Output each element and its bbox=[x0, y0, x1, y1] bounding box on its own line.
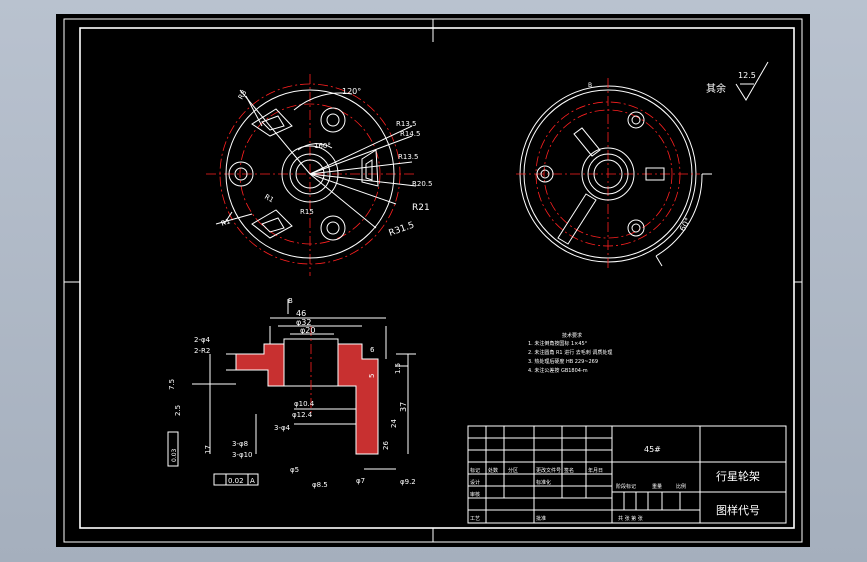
tb-date: 年月日 bbox=[588, 467, 603, 474]
flatness-value: 0.03 bbox=[171, 448, 178, 462]
tb-zone: 分区 bbox=[508, 467, 518, 474]
outer-border bbox=[63, 18, 803, 543]
holes-3-d10-label: 3-φ10 bbox=[232, 451, 253, 459]
tb-stage: 阶段标记 bbox=[616, 483, 636, 490]
roughness-other-label: 其余 bbox=[706, 82, 726, 95]
section-view: B 46 φ32 φ20 2-φ4 2-R2 φ10.4 φ12.4 3-φ4 … bbox=[167, 297, 416, 489]
technical-notes: 技术要求 1. 未注倒角按国标 1×45° 2. 未注圆角 R1 进行 去毛刺 … bbox=[528, 332, 612, 374]
cad-drawing: 120° 160° R8 R1 R1 R15 R13.5 R14.5 R13.5… bbox=[63, 18, 803, 543]
dim-2-5-label: 2.5 bbox=[174, 405, 182, 416]
tb-weight: 重量 bbox=[652, 483, 662, 490]
dim-37-label: 37 bbox=[399, 402, 408, 412]
part-name: 行星轮架 bbox=[716, 469, 760, 483]
angle-120-label: 120° bbox=[342, 87, 361, 96]
drawing-number-label: 图样代号 bbox=[716, 503, 760, 517]
dim-d32-label: φ32 bbox=[296, 318, 311, 327]
radius-r14-5-label: R14.5 bbox=[400, 130, 420, 138]
note-3: 3. 热处理后硬度 HB 229~269 bbox=[528, 358, 598, 365]
roughness-value-label: 12.5 bbox=[738, 71, 756, 80]
inner-border bbox=[79, 27, 795, 529]
tb-sign: 签名 bbox=[564, 467, 574, 474]
notes-title: 技术要求 bbox=[562, 332, 582, 339]
dim-1-5-label: 1.5 bbox=[394, 363, 402, 374]
holes-3-d4-label: 3-φ4 bbox=[274, 424, 291, 432]
tb-design: 设计 bbox=[470, 479, 480, 486]
side-view: B 60° bbox=[516, 78, 712, 270]
dim-d9-2-label: φ9.2 bbox=[400, 478, 416, 486]
radius-r13-5b-label: R13.5 bbox=[398, 153, 418, 161]
dim-d7-label: φ7 bbox=[356, 477, 365, 485]
radius-r20-5-label: R20.5 bbox=[412, 180, 432, 188]
front-view: 120° 160° R8 R1 R1 R15 R13.5 R14.5 R13.5… bbox=[206, 74, 432, 276]
tb-mark: 标记 bbox=[470, 467, 480, 474]
holes-2-d4-label: 2-φ4 bbox=[194, 336, 211, 344]
dim-d10-4-label: φ10.4 bbox=[294, 400, 315, 408]
note-1: 1. 未注倒角按国标 1×45° bbox=[528, 340, 588, 347]
dim-6-label: 6 bbox=[370, 346, 375, 354]
tb-approve: 批准 bbox=[536, 515, 546, 522]
radius-r13-5-label: R13.5 bbox=[396, 120, 416, 128]
dim-5-label: 5 bbox=[368, 374, 376, 378]
radius-r8-label: R8 bbox=[237, 89, 249, 101]
radius-r1-label: R1 bbox=[220, 217, 232, 228]
side-view-b-label: B bbox=[588, 82, 592, 89]
tolerance-datum: A bbox=[250, 477, 255, 485]
tb-change-doc: 更改文件号 bbox=[536, 467, 561, 474]
dim-d8-5-label: φ8.5 bbox=[312, 481, 328, 489]
title-block: 标记 处数 分区 更改文件号 签名 年月日 设计 标准化 阶段标记 重量 比例 … bbox=[467, 425, 787, 524]
dim-d5-label: φ5 bbox=[290, 466, 299, 474]
hatched-region-right bbox=[337, 343, 379, 455]
holes-2-r2-label: 2-R2 bbox=[194, 347, 210, 355]
dim-24-label: 24 bbox=[390, 419, 398, 428]
dim-26-label: 26 bbox=[382, 441, 390, 450]
tb-scale: 比例 bbox=[676, 483, 686, 490]
dim-17-label: 17 bbox=[204, 445, 212, 454]
tb-process: 工艺 bbox=[470, 516, 480, 522]
dim-d20-label: φ20 bbox=[300, 326, 315, 335]
tb-sheets: 共 张 第 张 bbox=[618, 515, 643, 522]
angle-160-label: 160° bbox=[314, 142, 331, 150]
note-2: 2. 未注圆角 R1 进行 去毛刺 调质处理 bbox=[528, 349, 612, 356]
tb-count: 处数 bbox=[488, 467, 498, 474]
dim-7-5-label: 7.5 bbox=[168, 379, 176, 390]
radius-r8b-label: R1 bbox=[263, 193, 275, 205]
radius-r21-label: R21 bbox=[412, 203, 430, 213]
drawing-sheet: 120° 160° R8 R1 R1 R15 R13.5 R14.5 R13.5… bbox=[56, 14, 810, 547]
material-label: 45# bbox=[644, 445, 661, 454]
tolerance-value: 0.02 bbox=[228, 477, 244, 485]
holes-3-d8-label: 3-φ8 bbox=[232, 440, 248, 448]
tb-review: 审核 bbox=[470, 491, 480, 498]
radius-r31-5-label: R31.5 bbox=[388, 220, 416, 238]
tolerance-frame bbox=[213, 473, 259, 486]
note-4: 4. 未注公差按 GB1804-m bbox=[528, 367, 588, 374]
section-b-label: B bbox=[288, 297, 293, 305]
hatched-region-left bbox=[235, 343, 285, 387]
side-angle-label: 60° bbox=[678, 216, 693, 233]
radius-r15-label: R15 bbox=[300, 208, 314, 216]
tb-standard: 标准化 bbox=[536, 479, 551, 486]
roughness-note: 其余 12.5 bbox=[706, 61, 769, 101]
dim-46-label: 46 bbox=[296, 309, 306, 318]
flatness-frame bbox=[167, 431, 179, 467]
dim-d12-4-label: φ12.4 bbox=[292, 411, 313, 419]
